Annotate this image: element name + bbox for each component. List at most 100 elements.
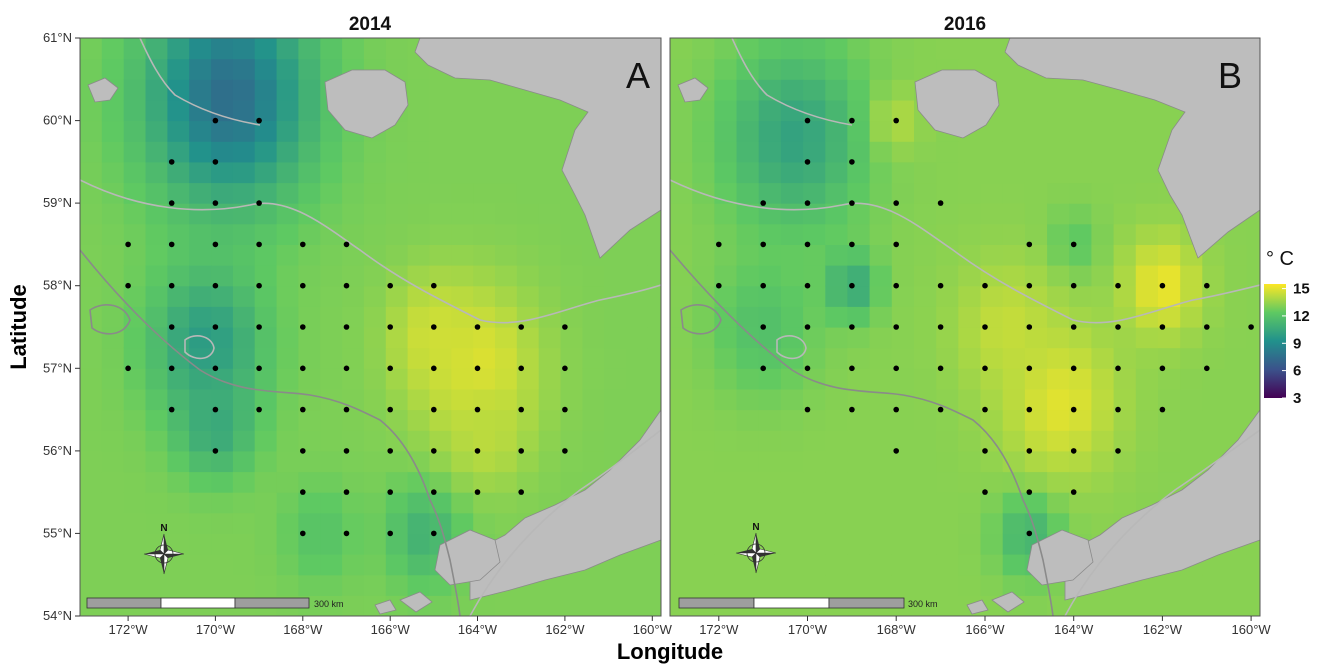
heat-cell (560, 368, 583, 390)
heat-cell (1224, 347, 1248, 369)
heat-cell (847, 58, 871, 80)
heat-cell (604, 327, 627, 349)
heat-cell (189, 388, 212, 411)
heat-cell (847, 409, 871, 431)
heat-cell (167, 285, 190, 307)
heat-cell (1246, 554, 1260, 576)
heat-cell (298, 450, 321, 473)
heat-cell (714, 409, 738, 431)
heat-cell (891, 388, 915, 411)
heat-cell (1135, 450, 1159, 473)
heat-cell (211, 161, 234, 184)
heat-cell (145, 306, 168, 328)
station-point (431, 282, 437, 289)
heat-cell (167, 430, 190, 452)
heat-cell (123, 244, 147, 266)
heat-cell (211, 430, 234, 452)
heat-cell (1224, 265, 1248, 287)
heat-cell (780, 141, 804, 163)
heat-cell (1224, 409, 1248, 431)
heat-cell (342, 595, 365, 616)
heat-cell (714, 512, 738, 534)
heat-cell (736, 430, 760, 452)
heat-cell (145, 368, 168, 390)
heat-cell (670, 265, 693, 287)
heat-cell (276, 203, 299, 225)
heat-cell (1002, 492, 1026, 514)
heat-cell (825, 244, 849, 266)
heat-cell (714, 471, 738, 493)
heat-cell (342, 182, 365, 204)
heat-cell (670, 285, 693, 307)
station-point (125, 282, 131, 289)
heat-cell (276, 347, 299, 369)
heat-cell (604, 347, 627, 369)
heat-cell (80, 203, 103, 225)
heat-cell (232, 244, 256, 266)
heat-cell (254, 327, 278, 349)
heat-cell (1180, 368, 1203, 390)
station-point (937, 324, 944, 330)
heat-cell (736, 347, 760, 369)
heat-cell (101, 347, 125, 369)
heat-cell (582, 265, 605, 287)
heat-cell (1069, 471, 1092, 493)
heat-cell (429, 285, 452, 307)
heat-cell (211, 409, 234, 431)
heat-cell (101, 244, 125, 266)
heat-cell (1069, 203, 1092, 225)
map-panel-2014: A 300 km N (79, 37, 662, 617)
x-axis-title: Longitude (617, 639, 723, 664)
heat-cell (276, 285, 299, 307)
heat-cell (516, 285, 540, 307)
heat-cell (298, 79, 321, 101)
heat-cell (914, 38, 937, 60)
heat-cell (692, 512, 715, 534)
x-tick-label: 166°W (965, 622, 1005, 637)
station-point (431, 324, 437, 330)
heat-cell (429, 347, 452, 369)
heat-cell (538, 471, 562, 493)
heat-cell (936, 347, 959, 369)
heat-cell (385, 38, 409, 60)
heat-cell (211, 347, 234, 369)
heat-cell (232, 368, 256, 390)
heat-cell (276, 574, 299, 596)
heat-cell (189, 533, 212, 555)
heat-cell (891, 368, 915, 390)
heat-cell (958, 38, 982, 60)
heat-cell (254, 388, 278, 411)
heat-cell (1024, 430, 1048, 452)
heat-cell (670, 492, 693, 514)
heat-cell (407, 203, 430, 225)
heat-cell (211, 327, 234, 349)
heat-cell (825, 285, 849, 307)
heat-cell (936, 141, 959, 163)
heat-cell (803, 574, 826, 596)
heat-cell (276, 388, 299, 411)
station-point (474, 448, 481, 454)
heat-cell (1002, 554, 1026, 576)
heat-cell (780, 306, 804, 328)
heat-cell (1069, 120, 1092, 142)
heat-cell (538, 595, 562, 616)
heat-cell (936, 182, 959, 204)
heat-cell (560, 574, 583, 596)
heat-cell (1202, 388, 1226, 411)
heat-cell (825, 141, 849, 163)
heat-cell (626, 265, 649, 287)
heat-cell (825, 161, 849, 184)
heat-cell (626, 368, 649, 390)
heat-cell (298, 327, 321, 349)
station-point (168, 282, 175, 289)
heat-cell (473, 203, 496, 225)
heat-cell (1202, 327, 1226, 349)
heat-cell (1002, 244, 1026, 266)
heat-cell (825, 327, 849, 349)
heat-cell (1091, 368, 1115, 390)
heat-cell (232, 223, 256, 245)
heat-cell (516, 409, 540, 431)
contour-nearshore-b (1064, 429, 1260, 616)
heat-cell (407, 223, 430, 245)
